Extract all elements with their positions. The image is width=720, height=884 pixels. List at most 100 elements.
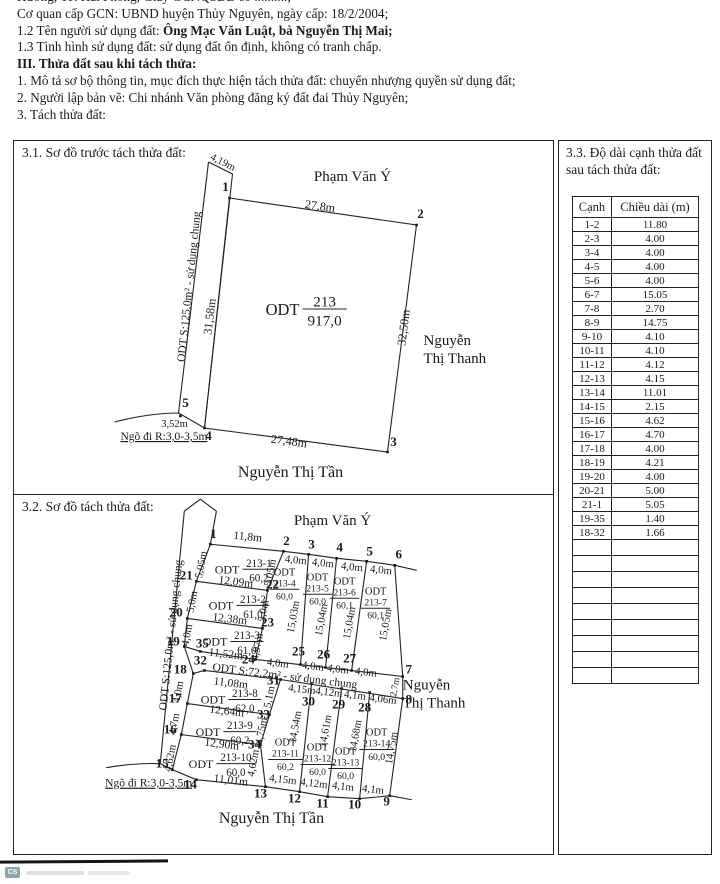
dimension-label: 4,62m	[245, 748, 262, 778]
header-text: 1.3 Tình hình sử dụng đất: sử dụng đất ổ…	[17, 39, 382, 55]
vertex-number: 9	[383, 794, 390, 809]
section-3-1-box: 3.1. Sơ đồ trước tách thửa đất: Phạm Văn…	[13, 140, 554, 495]
vertex-point	[393, 563, 397, 567]
vertex-point	[209, 542, 212, 546]
vertex-number: 27	[343, 650, 357, 665]
vertex-point	[282, 549, 285, 553]
empty-cell	[572, 571, 612, 588]
header-line-0: Hương, TP. Hải Phòng, Giấy GCNQSDĐ số ..…	[17, 0, 714, 6]
vertex-number: 18	[174, 661, 188, 676]
vertex-point	[203, 669, 206, 672]
parcel-label-text: 60,1	[367, 611, 384, 622]
vertex-point	[195, 778, 198, 781]
dimension-label: 4,1m	[361, 782, 385, 797]
vertex-number: 30	[302, 694, 316, 709]
edge-id-cell: 14-15	[572, 399, 612, 414]
boundary-line	[181, 734, 261, 746]
parcel-label-text: 213-3	[234, 630, 260, 642]
edge-table-empty-row	[572, 651, 699, 668]
parcel-label-text: ODT	[275, 738, 297, 749]
dimension-label: 11,01m	[213, 773, 249, 789]
vertex-number: 15	[156, 756, 170, 771]
header-line-3: 1.3 Tình hình sử dụng đất: sử dụng đất ổ…	[17, 39, 714, 56]
section-3-3-title: 3.3. Độ dài cạnh thửa đất sau tách thửa …	[566, 144, 702, 178]
edge-length-cell: 4.62	[611, 413, 699, 428]
edge-length-cell: 11.80	[611, 217, 699, 232]
parcel-label-text: ODT	[201, 693, 226, 707]
dimension-label: 5,0m	[184, 589, 200, 613]
dimension-label: Nguyễn Thị Tần	[238, 464, 343, 481]
header-bold-text: III. Thửa đất sau khi tách thửa:	[17, 56, 197, 72]
vertex-point	[259, 743, 262, 746]
dimension-label: 5,05m	[193, 550, 210, 580]
header-text: Hương, TP. Hải Phòng, Giấy GCNQSDĐ số ..…	[17, 0, 291, 4]
dimension-label: 4,7m	[166, 712, 182, 736]
parcel-label-text: 213-10	[220, 752, 252, 764]
dimension-label: 31,58m	[200, 297, 218, 335]
edge-length-cell: 4.21	[611, 455, 699, 470]
parcel-label-text: ODT	[274, 567, 296, 578]
boundary-line	[160, 763, 173, 771]
boundary-line	[183, 498, 217, 545]
parcel-label-text: 213-13	[332, 758, 360, 769]
vertex-point	[365, 559, 368, 563]
vertex-number: 3	[308, 536, 315, 551]
vertex-number: 3	[390, 434, 397, 449]
boundary-line	[299, 554, 310, 665]
edge-length-cell: 4.10	[611, 343, 699, 358]
parcel-label-text: ODT	[215, 563, 240, 577]
empty-cell	[572, 651, 612, 668]
dimension-label: 2,7m	[389, 676, 402, 697]
dimension-label: 12,38m	[212, 611, 248, 627]
dimension-label: 4,06m	[369, 692, 398, 707]
edge-table-empty-row	[572, 539, 699, 556]
parcel-label-text: 213-2	[240, 594, 266, 606]
vertex-point	[401, 675, 405, 678]
vertex-point	[195, 580, 198, 583]
empty-cell	[572, 555, 612, 572]
dimension-label: 15,04m	[313, 602, 331, 637]
vertex-point	[261, 627, 264, 630]
empty-cell	[572, 603, 612, 620]
edge-table-column-header: Chiều dài (m)	[611, 196, 699, 218]
vertex-point	[264, 785, 267, 789]
vertex-point	[186, 617, 189, 620]
dimension-label: 5,05m	[262, 558, 279, 588]
parcel-label-text: 213-14	[363, 739, 391, 750]
header-line-7: 3. Tách thửa đất:	[17, 107, 714, 124]
vertex-point	[186, 702, 189, 705]
scanner-watermark-text-blur	[88, 871, 130, 875]
vertex-number: 4	[205, 428, 212, 443]
vertex-point	[298, 790, 301, 794]
dimension-label: 14,75m	[383, 730, 401, 765]
edge-id-cell: 12-13	[572, 371, 612, 386]
edge-id-cell: 5-6	[572, 273, 612, 288]
parcel-label-text: 213-1	[246, 558, 272, 570]
dimension-label: 4,1m	[331, 779, 355, 794]
vertex-number: 13	[254, 786, 268, 801]
edge-id-cell: 21-1	[572, 497, 612, 512]
vertex-number: 23	[261, 614, 275, 629]
parcel-label-text: 61,0	[237, 645, 257, 657]
header-bold-text: Ông Mạc Văn Luật, bà Nguyễn Thị Mai;	[162, 22, 393, 38]
empty-cell	[611, 667, 699, 684]
edge-id-cell: 17-18	[572, 441, 612, 456]
dimension-label: Nguyễn	[403, 678, 451, 694]
edge-id-cell: 16-17	[572, 427, 612, 442]
vertex-number: 22	[266, 576, 279, 591]
vertex-number: 16	[164, 722, 178, 737]
dimension-label: 27,8m	[304, 197, 337, 215]
vertex-point	[299, 663, 302, 666]
dimension-label: 4,1m	[343, 688, 367, 703]
